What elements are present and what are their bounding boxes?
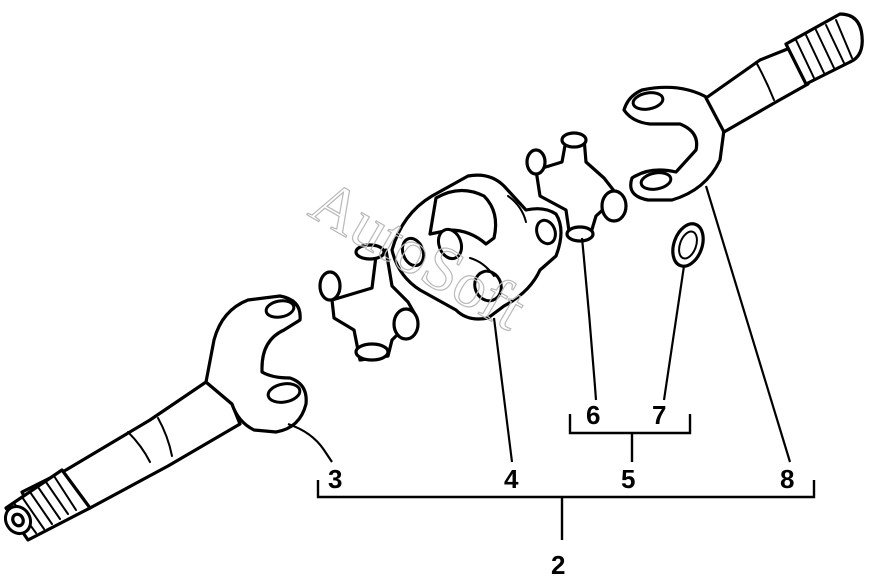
bearing-washer bbox=[671, 222, 705, 268]
callout-3: 3 bbox=[328, 464, 342, 494]
callout-4: 4 bbox=[504, 464, 519, 494]
left-yoke bbox=[204, 294, 308, 434]
callout-2: 2 bbox=[551, 550, 565, 580]
right-yoke bbox=[622, 85, 726, 202]
bracket-group-5 bbox=[568, 414, 692, 462]
left-axle-shaft bbox=[3, 380, 242, 542]
right-axle-shaft bbox=[704, 12, 864, 134]
leader-lines bbox=[287, 185, 792, 463]
callout-7: 7 bbox=[652, 400, 666, 430]
bracket-group-2 bbox=[316, 480, 816, 540]
left-spider-cross bbox=[318, 243, 420, 362]
right-spider-cross bbox=[525, 131, 628, 243]
callout-6: 6 bbox=[586, 400, 600, 430]
callout-8: 8 bbox=[780, 464, 794, 494]
callout-5: 5 bbox=[621, 464, 635, 494]
center-coupling-yoke bbox=[390, 173, 563, 321]
